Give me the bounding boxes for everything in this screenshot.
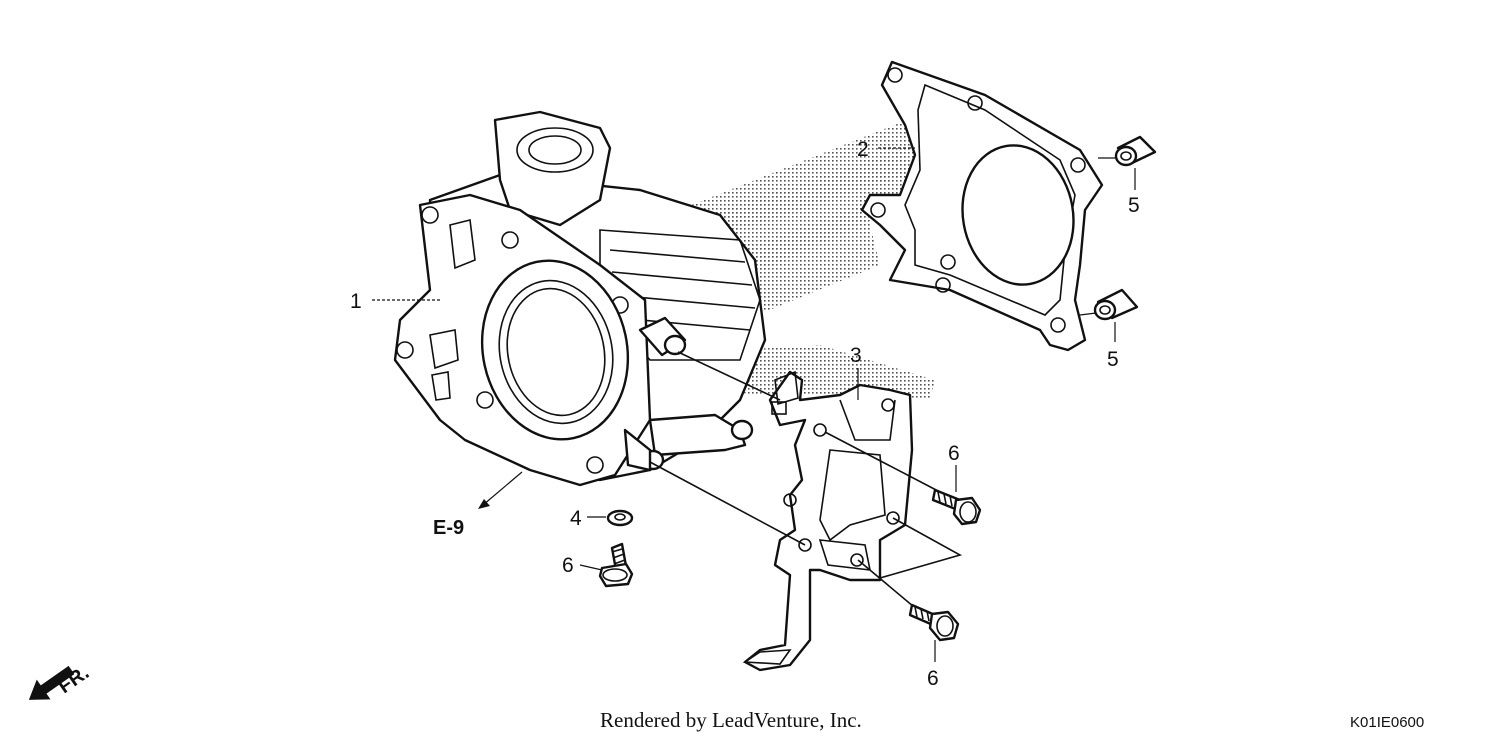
dowel-pin-upper[interactable] — [1114, 135, 1157, 167]
bracket-assembly-line-5 — [857, 559, 921, 613]
reference-e9-label: E-9 — [433, 517, 464, 539]
diagram-code: K01IE0600 — [1350, 714, 1425, 731]
reference-arrow-head — [478, 499, 490, 509]
bracket-part[interactable] — [742, 370, 914, 672]
bracket-assembly-line — [677, 351, 781, 401]
callout-5-upper: 5 — [1128, 194, 1140, 217]
dowel-pin-lower[interactable] — [1093, 288, 1139, 321]
front-direction-label: FR. — [54, 662, 93, 699]
callout-6-lower: 6 — [927, 667, 939, 690]
front-direction-arrow — [28, 665, 75, 700]
reference-arrow-line — [482, 471, 523, 506]
leader-line-5b-stub — [1079, 312, 1097, 316]
bolt-left[interactable] — [598, 542, 634, 588]
gasket-part[interactable] — [860, 60, 1104, 352]
callout-2: 2 — [857, 138, 869, 161]
bracket-assembly-line-4 — [824, 431, 941, 493]
bolt-lower[interactable] — [908, 603, 960, 642]
washer-part[interactable] — [606, 509, 634, 527]
callout-5-lower: 5 — [1107, 348, 1119, 371]
callout-1: 1 — [350, 290, 362, 313]
callout-6-upper: 6 — [948, 442, 960, 465]
cylinder-part[interactable] — [393, 110, 767, 487]
bracket-assembly-line-2 — [649, 461, 806, 546]
bracket-assembly-line-3 — [879, 517, 963, 579]
callout-3: 3 — [850, 344, 862, 367]
callout-4: 4 — [570, 507, 582, 530]
leader-line-6-left — [579, 564, 603, 571]
callout-6-left: 6 — [562, 554, 574, 577]
credit-text: Rendered by LeadVenture, Inc. — [600, 708, 862, 732]
footer: Rendered by LeadVenture, Inc. K01IE0600 — [0, 708, 1500, 738]
bolt-upper[interactable] — [931, 488, 982, 526]
